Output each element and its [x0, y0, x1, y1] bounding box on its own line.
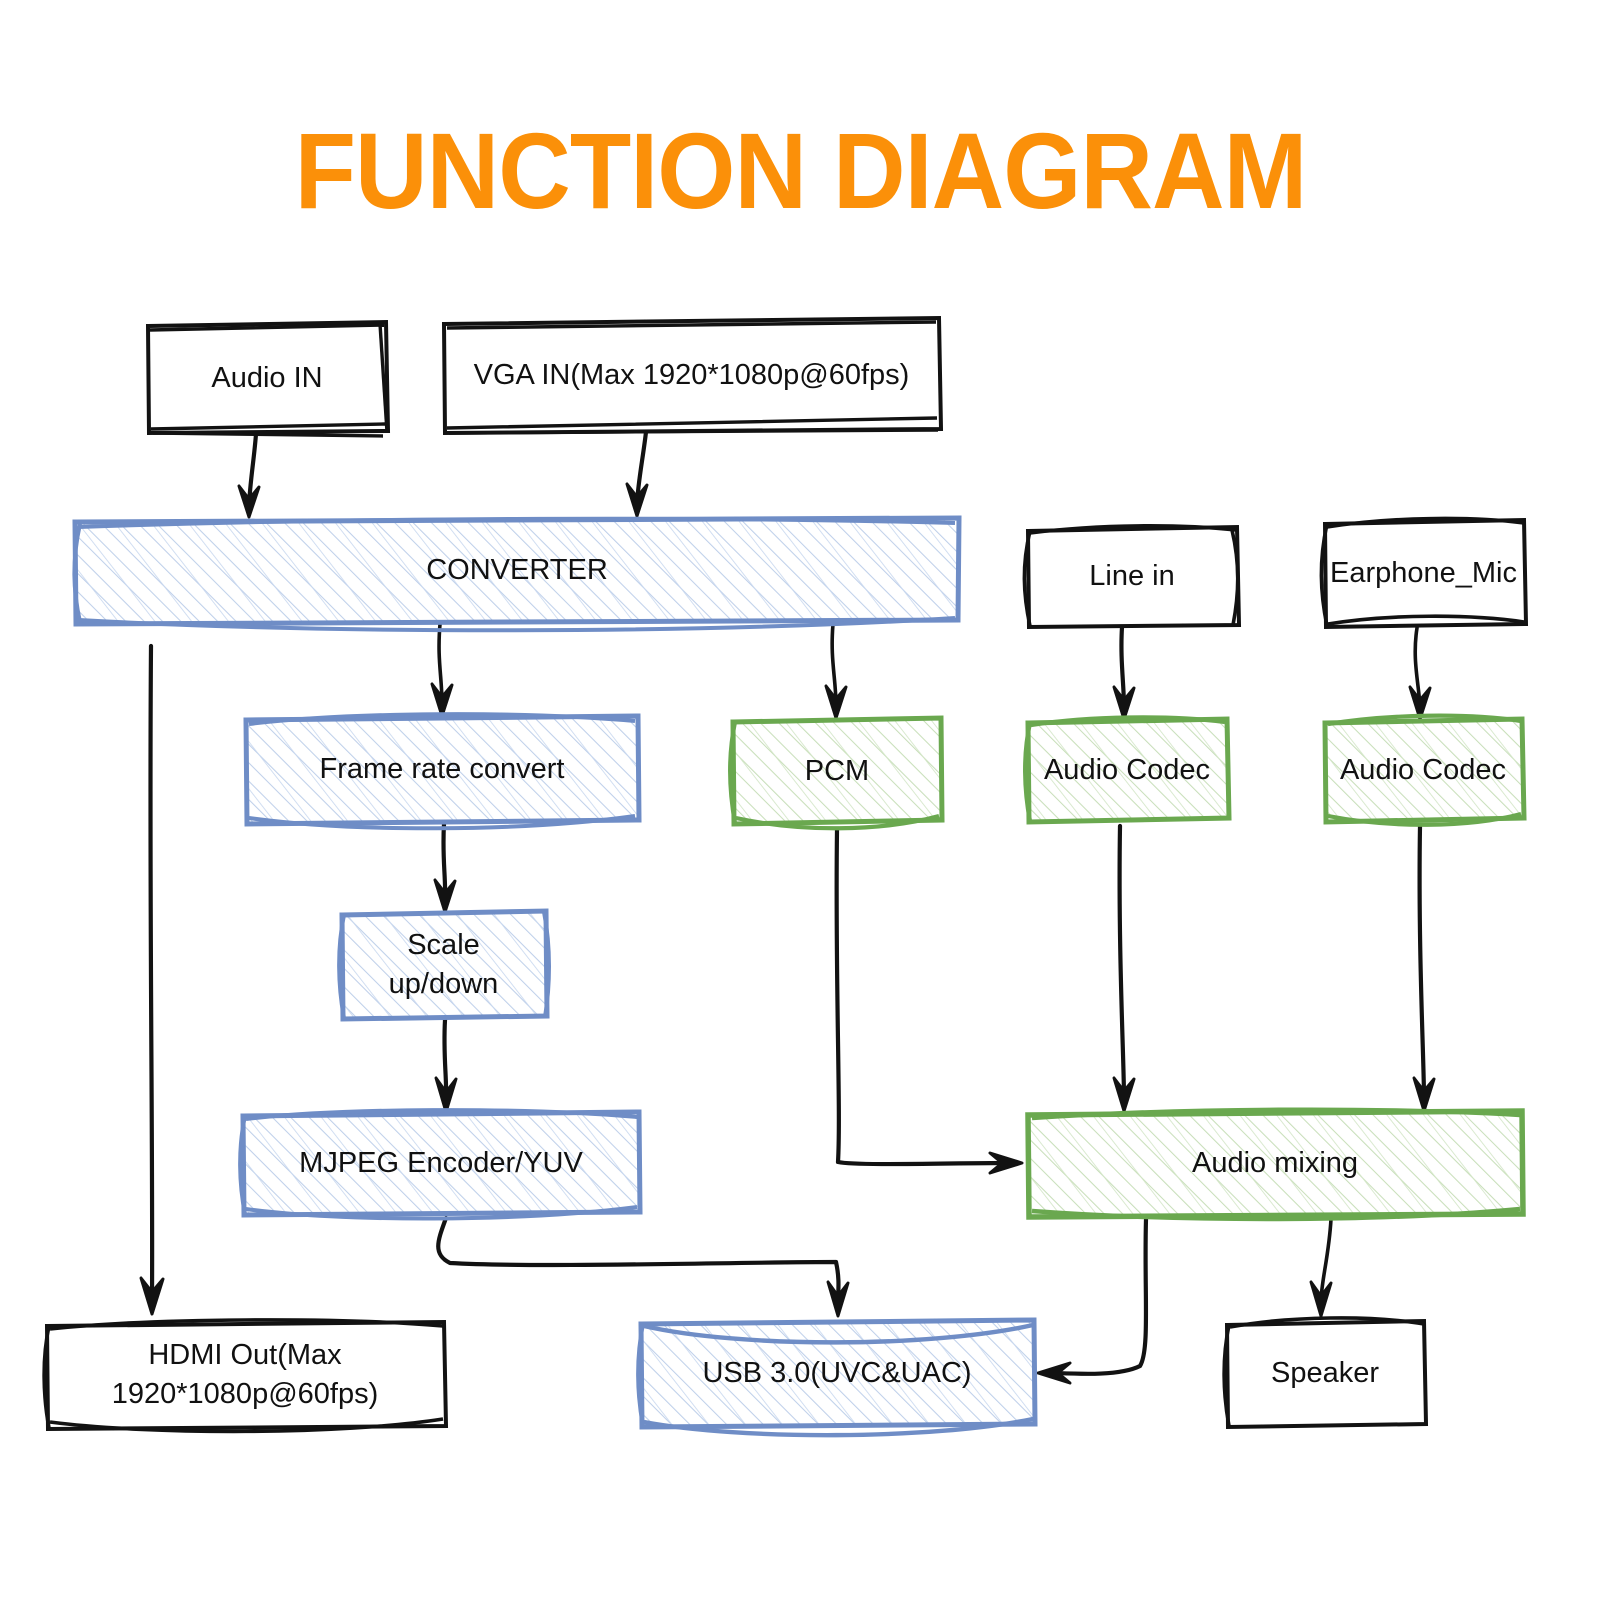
node-earphone-mic[interactable] — [1319, 516, 1529, 630]
node-audio-codec-1[interactable] — [1023, 715, 1232, 825]
node-audio-codec-2[interactable] — [1322, 713, 1527, 827]
edge-vga-in-to-converter — [625, 429, 649, 518]
node-pcm[interactable] — [728, 715, 945, 831]
node-scale[interactable] — [337, 908, 551, 1022]
node-audio-mixing[interactable] — [1025, 1107, 1526, 1222]
node-converter[interactable] — [72, 515, 962, 633]
node-usb[interactable] — [636, 1317, 1038, 1438]
node-mjpeg[interactable] — [238, 1108, 643, 1221]
edge-line-in-to-audio-codec-1 — [1112, 624, 1136, 721]
page-title: FUNCTION DIAGRAM — [294, 110, 1308, 231]
edge-converter-to-pcm — [824, 622, 848, 720]
node-audio-in[interactable] — [145, 319, 391, 438]
edge-earphone-mic-to-audio-codec-2 — [1408, 626, 1432, 721]
edge-converter-to-frame-rate — [430, 622, 454, 718]
edge-frame-rate-to-scale — [433, 821, 457, 914]
node-vga-in[interactable] — [441, 315, 944, 436]
edge-audio-mixing-to-speaker — [1309, 1217, 1333, 1318]
edge-audio-codec-2-to-audio-mixing — [1412, 823, 1436, 1113]
node-line-in[interactable] — [1022, 524, 1242, 630]
node-frame-rate[interactable] — [243, 712, 642, 831]
edge-audio-in-to-converter — [237, 431, 261, 519]
edge-audio-codec-1-to-audio-mixing — [1112, 823, 1136, 1113]
edge-pcm-to-audio-mixing — [834, 827, 1024, 1175]
edge-audio-mixing-to-usb — [1036, 1216, 1149, 1385]
edge-mjpeg-to-usb — [436, 1215, 850, 1318]
edge-scale-to-mjpeg — [434, 1017, 458, 1114]
edge-converter-to-hdmi-out — [139, 643, 165, 1316]
node-hdmi-out[interactable] — [42, 1318, 449, 1434]
node-speaker[interactable] — [1222, 1316, 1429, 1430]
